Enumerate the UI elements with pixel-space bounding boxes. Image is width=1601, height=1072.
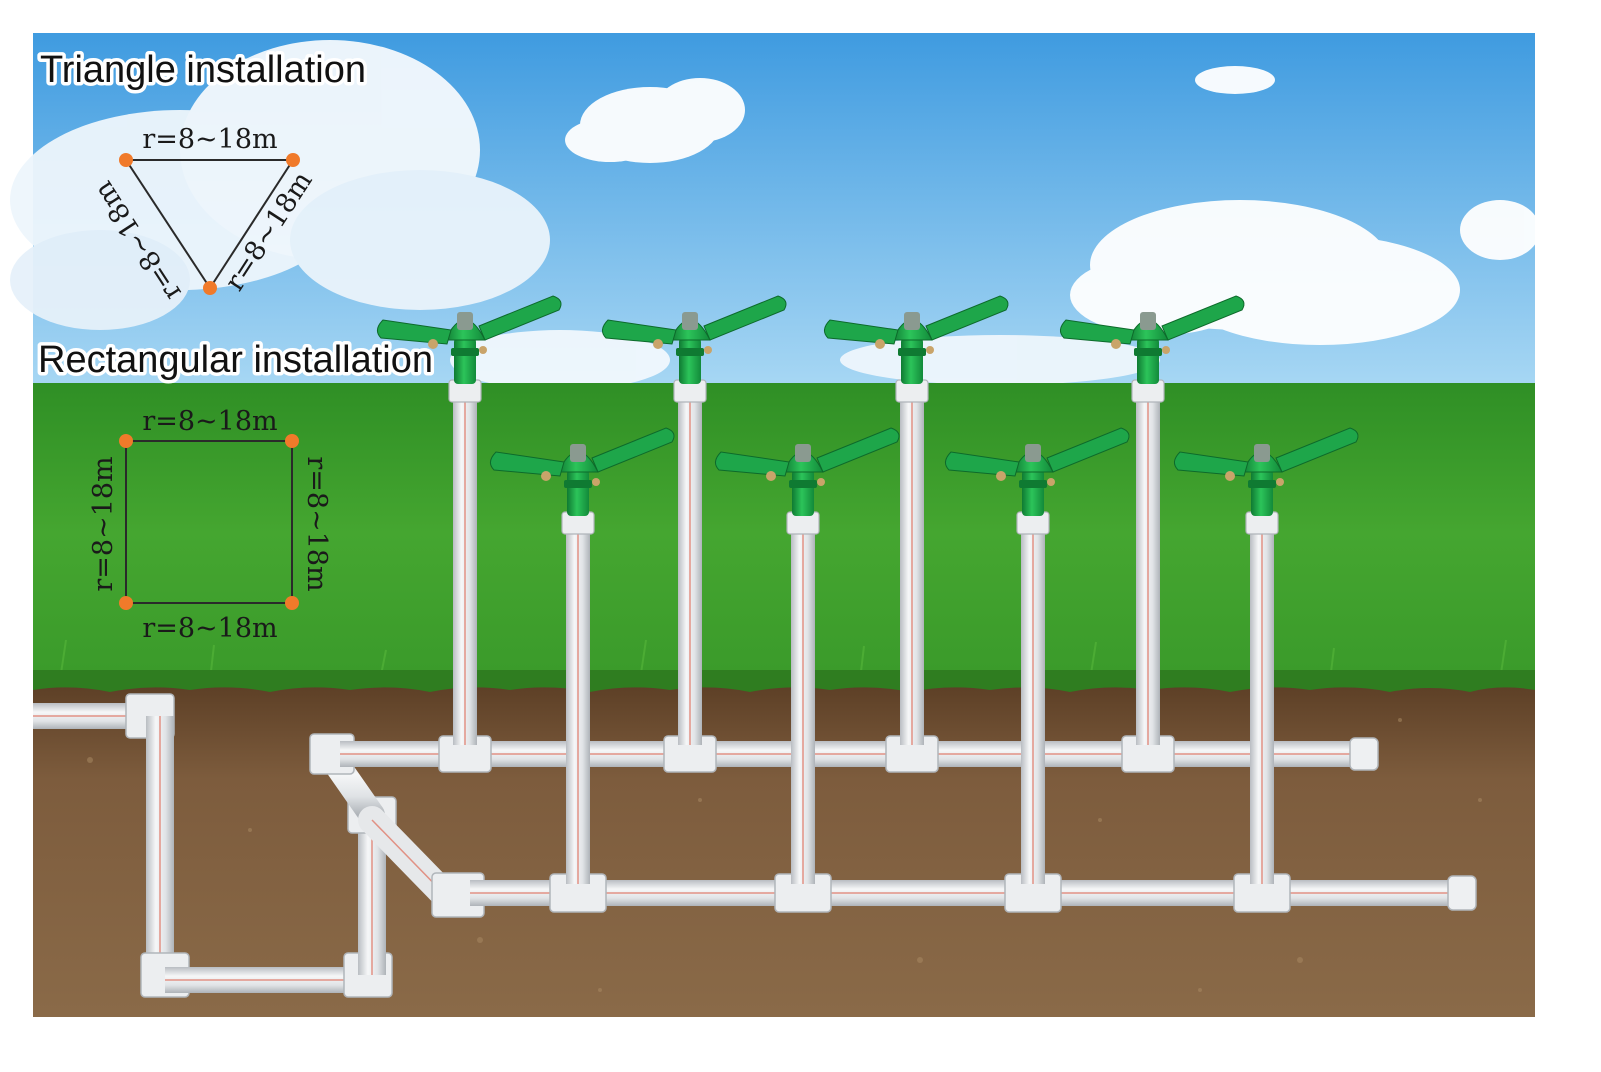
rectangle-label-left: r=8~18m	[88, 456, 119, 591]
sprinkler-back-1-head-cap	[457, 312, 473, 330]
sprinkler-back-1-arm-right	[478, 295, 562, 341]
sprinkler-front-4-nozzle	[1225, 471, 1235, 481]
sprinkler-system	[377, 295, 1359, 884]
rectangle-node-bottom-left	[119, 596, 133, 610]
sprinkler-back-2-stem	[679, 338, 701, 384]
sprinkler-back-2-stem-ring	[676, 348, 704, 356]
rectangular-installation-diagram: Rectangular installation r=8~18m r=8~18m…	[35, 336, 437, 645]
sprinkler-back-4	[1060, 295, 1245, 745]
rectangle-node-top-right	[285, 434, 299, 448]
rectangular-installation-title: Rectangular installation	[38, 339, 433, 381]
sprinkler-front-1-stem-ring	[564, 480, 592, 488]
triangle-node-bottom	[203, 281, 217, 295]
sprinkler-front-3	[945, 427, 1130, 884]
pipe-network	[33, 693, 1477, 998]
sprinkler-back-2	[602, 295, 787, 745]
sprinkler-front-4-stem-ring	[1248, 480, 1276, 488]
rectangle-node-top-left	[119, 434, 133, 448]
sprinkler-front-1-arm-right	[591, 427, 675, 473]
sprinkler-back-2-arm-left	[602, 319, 677, 345]
sprinkler-front-2-head-cap	[795, 444, 811, 462]
background	[10, 33, 1540, 1017]
sprinkler-front-3-arm-left	[945, 451, 1020, 477]
sprinkler-back-3-stem	[901, 338, 923, 384]
sprinkler-front-3-stem	[1022, 470, 1044, 516]
sprinkler-front-2-nozzle-2	[817, 478, 825, 486]
sprinkler-back-4-stem-ring	[1134, 348, 1162, 356]
sprinkler-front-1-nozzle	[541, 471, 551, 481]
sprinkler-back-3-head-cap	[904, 312, 920, 330]
sprinkler-back-1-stem-ring	[451, 348, 479, 356]
triangle-node-top-left	[119, 153, 133, 167]
sprinkler-back-4-nozzle-2	[1162, 346, 1170, 354]
sprinkler-front-1-head-cap	[570, 444, 586, 462]
sprinkler-back-3-arm-left	[824, 319, 899, 345]
sprinkler-front-3-arm-right	[1046, 427, 1130, 473]
sprinkler-back-4-head-cap	[1140, 312, 1156, 330]
triangle-label-top: r=8~18m	[142, 124, 277, 155]
sprinkler-back-3-stem-ring	[898, 348, 926, 356]
sprinkler-front-4-stem	[1251, 470, 1273, 516]
sprinkler-back-3-arm-right	[925, 295, 1009, 341]
sprinkler-front-1	[490, 427, 675, 884]
sprinkler-front-4-arm-left	[1174, 451, 1249, 477]
sprinkler-back-2-arm-right	[703, 295, 787, 341]
sprinkler-front-3-nozzle	[996, 471, 1006, 481]
sprinkler-front-2-stem	[792, 470, 814, 516]
sprinkler-back-2-head-cap	[682, 312, 698, 330]
sprinkler-back-2-nozzle-2	[704, 346, 712, 354]
triangle-node-top-right	[286, 153, 300, 167]
sprinkler-back-4-arm-right	[1161, 295, 1245, 341]
sprinkler-front-3-nozzle-2	[1047, 478, 1055, 486]
sprinkler-front-4-nozzle-2	[1276, 478, 1284, 486]
sprinkler-front-3-head-cap	[1025, 444, 1041, 462]
sprinkler-back-4-stem	[1137, 338, 1159, 384]
rectangle-label-right: r=8~18m	[301, 456, 332, 591]
sprinkler-front-2-arm-right	[816, 427, 900, 473]
sprinkler-back-1-stem	[454, 338, 476, 384]
sprinkler-back-1-arm-left	[377, 319, 452, 345]
sprinkler-front-1-arm-left	[490, 451, 565, 477]
sprinkler-back-3-nozzle-2	[926, 346, 934, 354]
sprinkler-front-1-nozzle-2	[592, 478, 600, 486]
rectangle-shape	[125, 440, 293, 604]
triangle-installation-title: Triangle installation	[40, 49, 366, 91]
triangle-shape	[125, 159, 294, 289]
soil	[33, 677, 1535, 1017]
sprinkler-back-3-nozzle	[875, 339, 885, 349]
sprinkler-back-4-arm-left	[1060, 319, 1135, 345]
sprinkler-front-2-nozzle	[766, 471, 776, 481]
sprinkler-back-4-nozzle	[1111, 339, 1121, 349]
rectangle-label-bottom: r=8~18m	[142, 613, 277, 644]
sprinkler-front-4-head-cap	[1254, 444, 1270, 462]
rectangle-node-bottom-right	[285, 596, 299, 610]
sprinkler-front-2-stem-ring	[789, 480, 817, 488]
sprinkler-front-2	[715, 427, 900, 884]
grass	[33, 383, 1535, 683]
sprinkler-front-4	[1174, 427, 1359, 884]
clouds	[10, 40, 1540, 390]
sprinkler-front-1-stem	[567, 470, 589, 516]
sprinkler-back-3	[824, 295, 1009, 745]
sprinkler-front-3-stem-ring	[1019, 480, 1047, 488]
rectangle-label-top: r=8~18m	[142, 406, 277, 437]
sprinkler-back-1	[377, 295, 562, 745]
sprinkler-back-1-nozzle	[428, 339, 438, 349]
lower-header-end-cap	[1447, 875, 1477, 911]
sprinkler-back-2-nozzle	[653, 339, 663, 349]
sprinkler-front-2-arm-left	[715, 451, 790, 477]
upper-header-end-cap	[1349, 737, 1379, 771]
sprinkler-front-4-arm-right	[1275, 427, 1359, 473]
sprinkler-back-1-nozzle-2	[479, 346, 487, 354]
